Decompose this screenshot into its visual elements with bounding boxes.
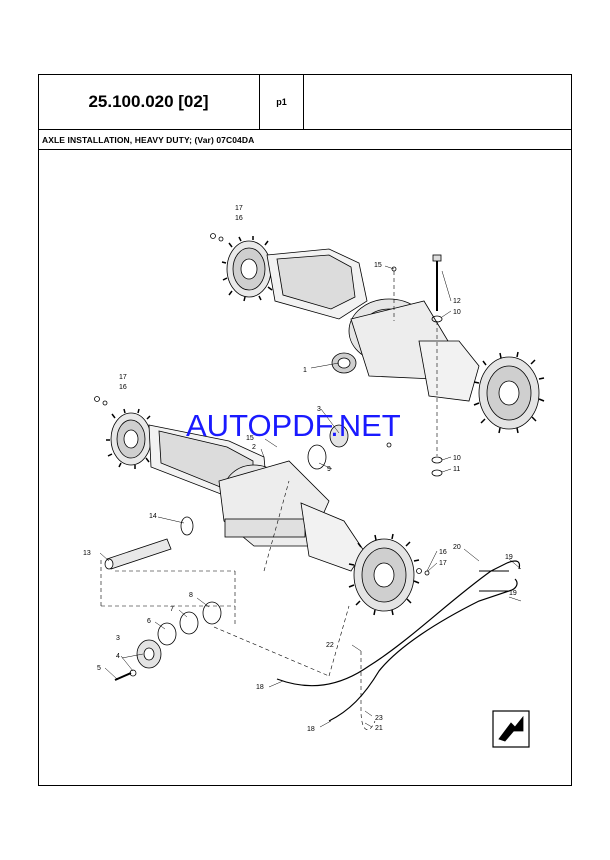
callout-23: 23	[375, 715, 383, 722]
callout-17-upper: 17	[235, 205, 243, 212]
callout-14: 14	[149, 513, 157, 520]
callout-18-upper: 18	[256, 684, 264, 691]
callout-22: 22	[326, 642, 334, 649]
callout-12: 12	[453, 298, 461, 305]
callout-3-lower: 3	[116, 635, 120, 642]
callout-9: 9	[327, 466, 331, 473]
assembly-lines	[100, 271, 438, 677]
callout-6: 6	[147, 618, 151, 625]
header-divider	[38, 129, 572, 130]
watermark-text: AUTOPDF.NET	[186, 408, 401, 443]
arrow-direction-icon	[492, 710, 530, 748]
section-code-text: 25.100.020 [02]	[88, 91, 209, 111]
callout-numbers: 1 2 3 3 4 5 6 7 8 9 10 10 11 12 13 14 15…	[83, 205, 517, 733]
callout-19-upper: 19	[505, 554, 513, 561]
callout-18-lower: 18	[307, 726, 315, 733]
title-bar: AXLE INSTALLATION, HEAVY DUTY; (Var) 07C…	[38, 130, 572, 150]
exploded-diagram: 1 2 3 3 4 5 6 7 8 9 10 10 11 12 13 14 15…	[83, 205, 545, 748]
callout-7: 7	[170, 606, 174, 613]
callout-11: 11	[453, 466, 460, 473]
callout-2: 2	[252, 444, 256, 451]
leader-lines	[99, 265, 522, 728]
page-frame	[38, 74, 572, 786]
callout-17-lower: 17	[439, 560, 447, 567]
callout-8: 8	[189, 592, 193, 599]
callout-21: 21	[375, 725, 383, 732]
callout-16-upper: 16	[235, 215, 243, 222]
callout-16-lower: 16	[439, 549, 447, 556]
callout-3-upper: 3	[317, 406, 321, 413]
callout-16-middle: 16	[119, 384, 127, 391]
callout-15-lower: 15	[246, 435, 254, 442]
section-code: 25.100.020 [02]	[38, 74, 260, 129]
callout-19-lower: 19	[509, 590, 517, 597]
callout-10-upper: 10	[453, 309, 461, 316]
upper-axle	[221, 236, 545, 434]
lower-axle	[106, 408, 420, 616]
callout-10-lower: 10	[453, 455, 461, 462]
callout-20: 20	[453, 544, 461, 551]
callout-13: 13	[83, 550, 91, 557]
callout-1: 1	[303, 367, 307, 374]
page-number: p1	[260, 74, 304, 129]
page-number-text: p1	[276, 96, 287, 107]
callout-4: 4	[116, 653, 120, 660]
callout-5: 5	[97, 665, 101, 672]
exploded-parts	[94, 233, 443, 681]
page-title: AXLE INSTALLATION, HEAVY DUTY; (Var) 07C…	[42, 134, 255, 145]
brake-hoses	[276, 560, 521, 731]
callout-17-middle: 17	[119, 374, 127, 381]
callout-15-upper: 15	[374, 262, 382, 269]
